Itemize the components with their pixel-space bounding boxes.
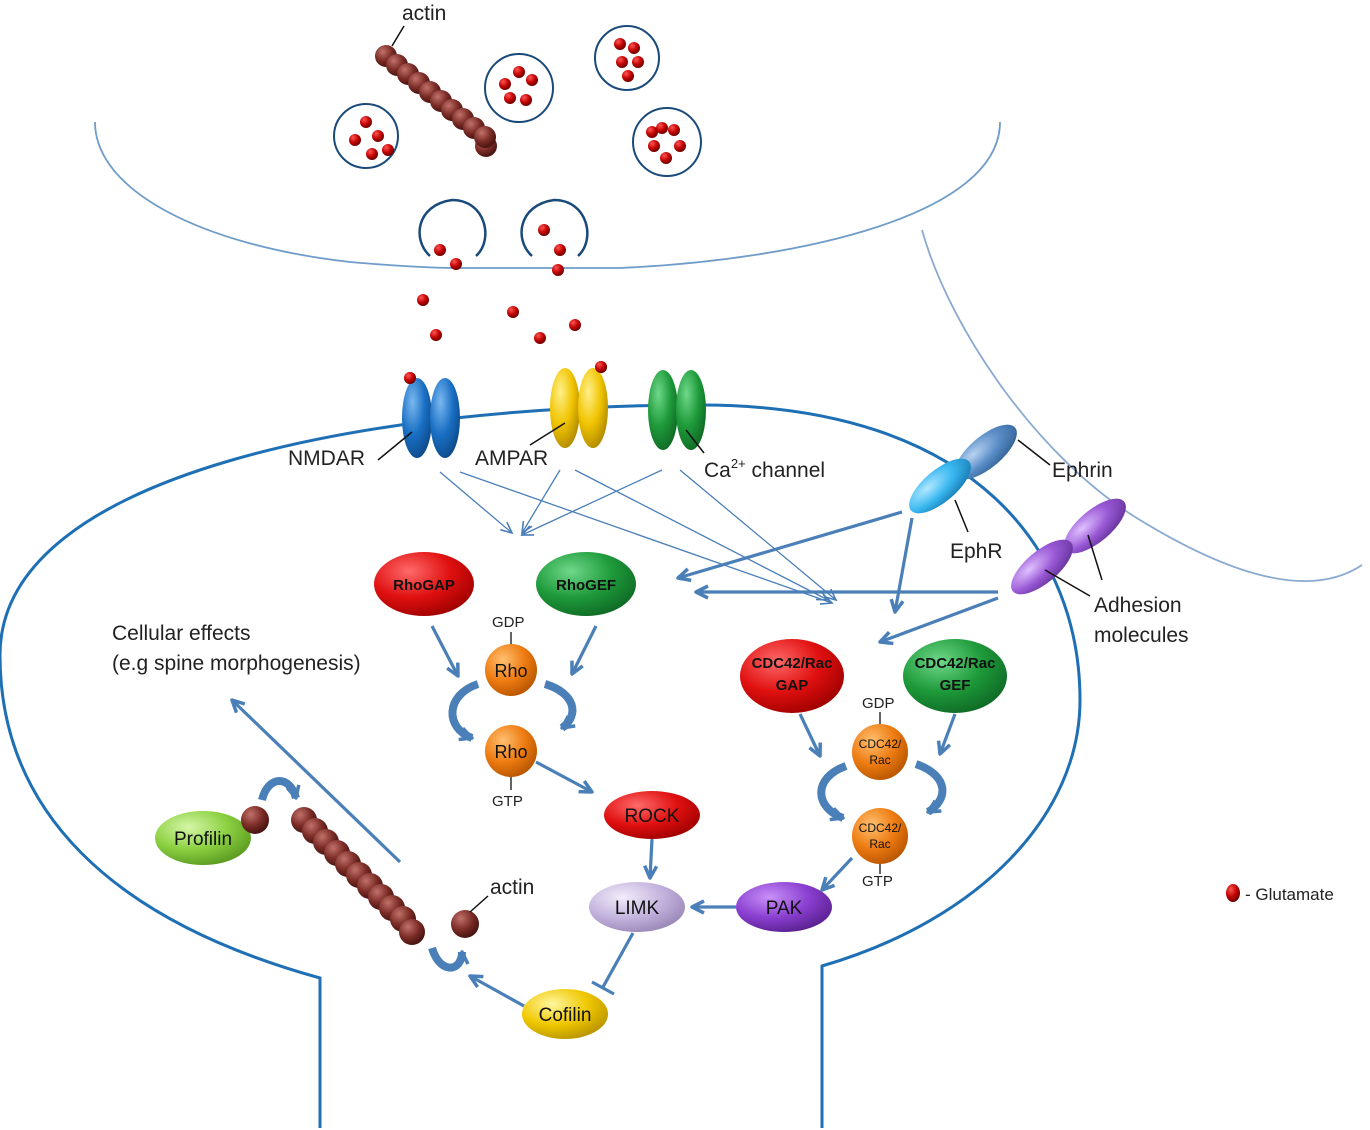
- rho-gdp-node: Rho: [485, 644, 537, 696]
- nmdar-label: NMDAR: [288, 447, 365, 470]
- cdc-gtp-line1: CDC42/: [859, 821, 902, 835]
- profilin-arrow: [258, 777, 301, 802]
- ampar-receptor: [550, 368, 608, 448]
- actin-exchange-arrow: [428, 946, 470, 972]
- ca-channel-label: Ca2+ channel: [704, 456, 825, 482]
- vesicle: [594, 25, 660, 91]
- actin-monomer: [451, 910, 479, 938]
- cdc42-rac-gef-node: CDC42/Rac GEF: [903, 639, 1007, 713]
- cofilin-node: Cofilin: [522, 989, 608, 1039]
- rock-label: ROCK: [625, 806, 680, 827]
- cdc42-rac-gdp-node: CDC42/ Rac: [852, 724, 908, 780]
- cdc-gtp-line2: Rac: [869, 837, 890, 851]
- postsynaptic-membrane: [0, 403, 1082, 1128]
- presynaptic-membrane: [94, 121, 1001, 269]
- cdc-gdp-line2: Rac: [869, 753, 890, 767]
- fusing-vesicle: [520, 198, 589, 257]
- vesicle: [333, 103, 399, 169]
- downstream-arrows: [230, 698, 736, 1008]
- actin-bottom-label: actin: [490, 876, 534, 899]
- adhesion-label-line1: Adhesion: [1094, 594, 1182, 617]
- legend: - Glutamate: [1226, 884, 1334, 904]
- cdc-gef-line1: CDC42/Rac: [915, 655, 996, 672]
- rho-cycle-arrows: [430, 625, 598, 794]
- profilin-label: Profilin: [174, 829, 232, 850]
- pak-label: PAK: [766, 898, 803, 919]
- rho-gdp-text: Rho: [494, 661, 527, 681]
- ephr-label: EphR: [950, 540, 1003, 563]
- cdc42-rac-gtp-node: CDC42/ Rac: [852, 808, 908, 864]
- pak-node: PAK: [736, 882, 832, 932]
- cdc-gdp-label: GDP: [862, 695, 895, 712]
- actin-top-label: actin: [402, 2, 446, 25]
- limk-node: LIMK: [589, 882, 685, 932]
- rhogef-node: RhoGEF: [536, 552, 636, 616]
- cdc-gtp-label: GTP: [862, 873, 893, 890]
- legend-label: - Glutamate: [1245, 885, 1334, 904]
- cellular-effects-line1: Cellular effects: [112, 622, 251, 645]
- actin-filament-top: [375, 45, 497, 157]
- cellular-effects-line2: (e.g spine morphogenesis): [112, 652, 361, 675]
- rho-gtp-node: Rho: [485, 725, 537, 777]
- cofilin-label: Cofilin: [539, 1005, 592, 1026]
- rhogap-label: RhoGAP: [393, 577, 455, 594]
- actin-filament-bottom: [291, 807, 425, 945]
- receptor-signal-arrows: [439, 469, 838, 605]
- vesicles: [333, 25, 702, 257]
- vesicle: [632, 107, 702, 177]
- glutamate-legend-icon: [1226, 884, 1240, 902]
- profilin-node: Profilin: [155, 811, 251, 865]
- rho-gtp-text: Rho: [494, 742, 527, 762]
- adhesion-molecules: [1011, 498, 1126, 595]
- rhogap-node: RhoGAP: [374, 552, 474, 616]
- adhesion-label-line2: molecules: [1094, 624, 1189, 647]
- profilin-bound-actin: [241, 806, 269, 834]
- cdc-gap-line2: GAP: [776, 677, 809, 694]
- rho-gdp-label: GDP: [492, 614, 525, 631]
- eph-adhesion-arrows: [676, 510, 999, 646]
- cdc-cycle-arrows: [798, 713, 957, 892]
- cdc42-rac-gap-node: CDC42/Rac GAP: [740, 639, 844, 713]
- cdc-gap-line1: CDC42/Rac: [752, 655, 833, 672]
- cdc-gef-line2: GEF: [940, 677, 971, 694]
- neighbor-cell-membrane: [921, 229, 1363, 583]
- vesicle: [484, 53, 554, 123]
- rhogef-label: RhoGEF: [556, 577, 616, 594]
- released-glutamate: [404, 224, 607, 384]
- rho-gtp-label: GTP: [492, 793, 523, 810]
- ephrin-receptor-pair: [909, 424, 1017, 514]
- fusing-vesicle: [418, 198, 487, 257]
- limk-label: LIMK: [615, 898, 660, 919]
- cdc-gdp-line1: CDC42/: [859, 737, 902, 751]
- ca-channel: [648, 370, 706, 450]
- ampar-label: AMPAR: [475, 447, 548, 470]
- ephrin-label: Ephrin: [1052, 459, 1113, 482]
- nmdar-receptor: [402, 378, 460, 458]
- rock-node: ROCK: [604, 791, 700, 839]
